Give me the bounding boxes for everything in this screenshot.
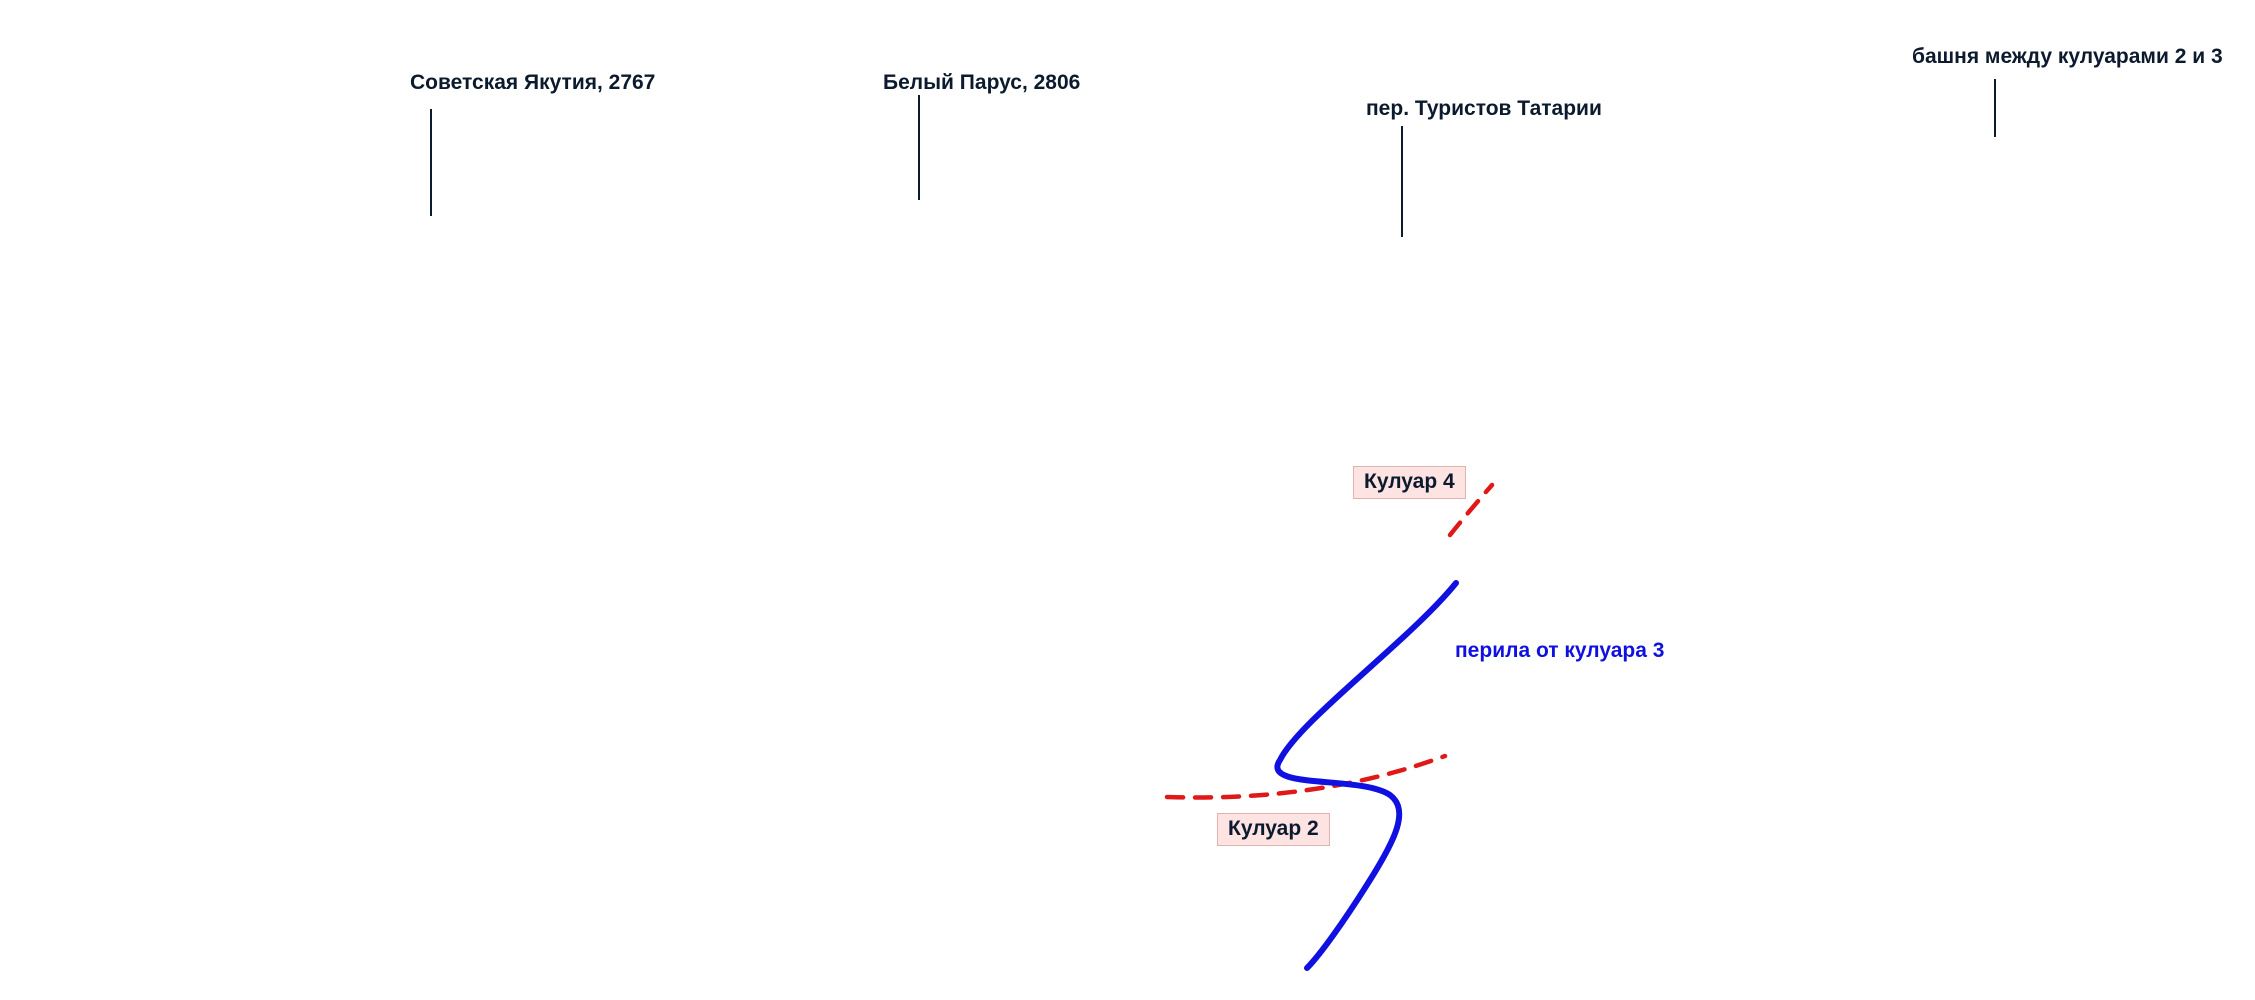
trail-upper-dashed bbox=[1447, 482, 1495, 538]
peak-tick-sovetskaya-yakutia bbox=[430, 109, 432, 216]
peak-label-tower-between-couloirs: башня между кулуарами 2 и 3 bbox=[1912, 45, 2223, 68]
fixed-rope-label: перила от кулуара 3 bbox=[1455, 639, 1665, 662]
peak-label-pass-turistov-tatarii: пер. Туристов Татарии bbox=[1366, 97, 1602, 120]
trail-lower-dashed bbox=[1164, 753, 1448, 800]
peak-tick-bely-parus bbox=[918, 95, 920, 200]
peak-tick-pass-turistov-tatarii bbox=[1401, 126, 1403, 237]
peak-label-sovetskaya-yakutia: Советская Якутия, 2767 bbox=[410, 71, 656, 94]
couloir-2-tag: Кулуар 2 bbox=[1217, 813, 1330, 846]
peak-label-bely-parus: Белый Парус, 2806 bbox=[883, 71, 1081, 94]
fixed-rope-route bbox=[1274, 580, 1459, 971]
peak-tick-tower-between-couloirs bbox=[1994, 79, 1996, 137]
couloir-4-tag: Кулуар 4 bbox=[1353, 466, 1466, 499]
